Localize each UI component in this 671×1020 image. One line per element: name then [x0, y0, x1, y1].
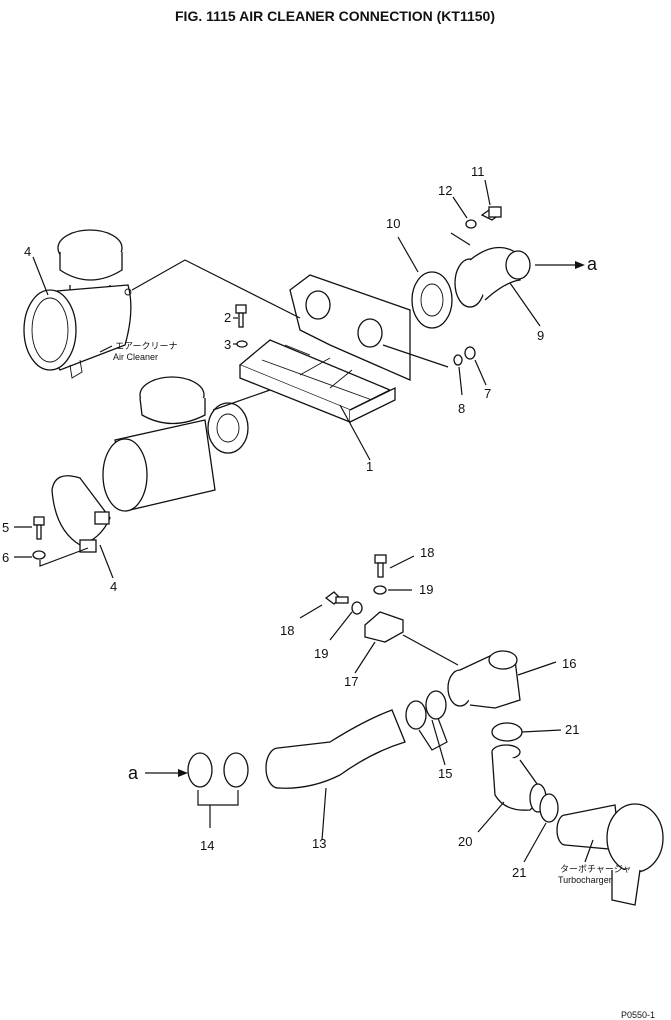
flow-arrow-right: a [535, 254, 598, 274]
bracket-frame [238, 274, 411, 423]
callout-18-right: 18 [420, 545, 434, 560]
callout-3: 3 [224, 337, 231, 352]
elbow-16 [447, 650, 521, 709]
bolt-5 [33, 516, 45, 540]
figure-title: FIG. 1115 AIR CLEANER CONNECTION (KT1150… [175, 8, 495, 24]
callout-19-left: 19 [314, 646, 328, 661]
nut-7 [464, 346, 476, 360]
turbocharger [556, 803, 664, 906]
callout-8: 8 [458, 401, 465, 416]
callout-20: 20 [458, 834, 472, 849]
elbow-9 [454, 246, 531, 308]
bracket-17 [364, 611, 404, 643]
washer-6 [32, 550, 46, 560]
clamps-14 [187, 752, 249, 788]
callout-6: 6 [2, 550, 9, 565]
washer-8 [453, 354, 463, 366]
callout-19-right: 19 [419, 582, 433, 597]
leader-lines [14, 179, 594, 863]
clamp-21-upper [491, 722, 523, 742]
callout-17: 17 [344, 674, 358, 689]
air-cleaner-upper [23, 229, 132, 379]
callout-18-left: 18 [280, 623, 294, 638]
callout-2: 2 [224, 310, 231, 325]
callout-12: 12 [438, 183, 452, 198]
air-cleaner-label-jp: エアークリーナ [115, 341, 177, 351]
bolt-18-right [374, 554, 387, 578]
washer-3 [236, 340, 248, 348]
callout-14: 14 [200, 838, 214, 853]
band-clamp [51, 475, 111, 553]
turbocharger-label-jp: ターボチャージャ [560, 864, 631, 874]
air-cleaner-lower [102, 376, 216, 512]
callout-9: 9 [537, 328, 544, 343]
gasket-left [207, 402, 249, 454]
callout-15: 15 [438, 766, 452, 781]
air-cleaner-label-en: Air Cleaner [113, 352, 158, 362]
callout-1: 1 [366, 459, 373, 474]
clamp-21-lower [539, 793, 559, 823]
arrow-a-right-label: a [587, 254, 598, 274]
callout-21-upper: 21 [565, 722, 579, 737]
callout-4-top: 4 [24, 244, 31, 259]
clamps-15 [405, 690, 447, 730]
turbocharger-label: ターボチャージャ Turbocharger [558, 864, 631, 885]
turbocharger-label-en: Turbocharger [558, 875, 612, 885]
callout-16: 16 [562, 656, 576, 671]
callout-numbers: 1 2 3 4 4 5 6 7 8 9 10 11 12 13 14 15 16… [2, 164, 579, 880]
washer-19-right [373, 585, 387, 595]
flow-arrow-left: a [128, 763, 188, 783]
callout-21-lower: 21 [512, 865, 526, 880]
corner-code: P0550-1 [621, 1010, 655, 1020]
gasket-10 [411, 271, 453, 329]
elbow-20 [491, 744, 547, 813]
air-cleaner-label: エアークリーナ Air Cleaner [99, 341, 177, 362]
callout-10: 10 [386, 216, 400, 231]
callout-11: 11 [471, 164, 485, 179]
hose-13 [265, 709, 406, 789]
washer-12 [465, 219, 477, 229]
washer-19-left [351, 601, 363, 615]
callout-7: 7 [484, 386, 491, 401]
bolt-11 [480, 206, 502, 221]
callout-4-bottom: 4 [110, 579, 117, 594]
bolt-2 [235, 304, 247, 328]
bolt-18-left [324, 591, 349, 605]
arrow-a-left-label: a [128, 763, 139, 783]
callout-5: 5 [2, 520, 9, 535]
callout-13: 13 [312, 836, 326, 851]
